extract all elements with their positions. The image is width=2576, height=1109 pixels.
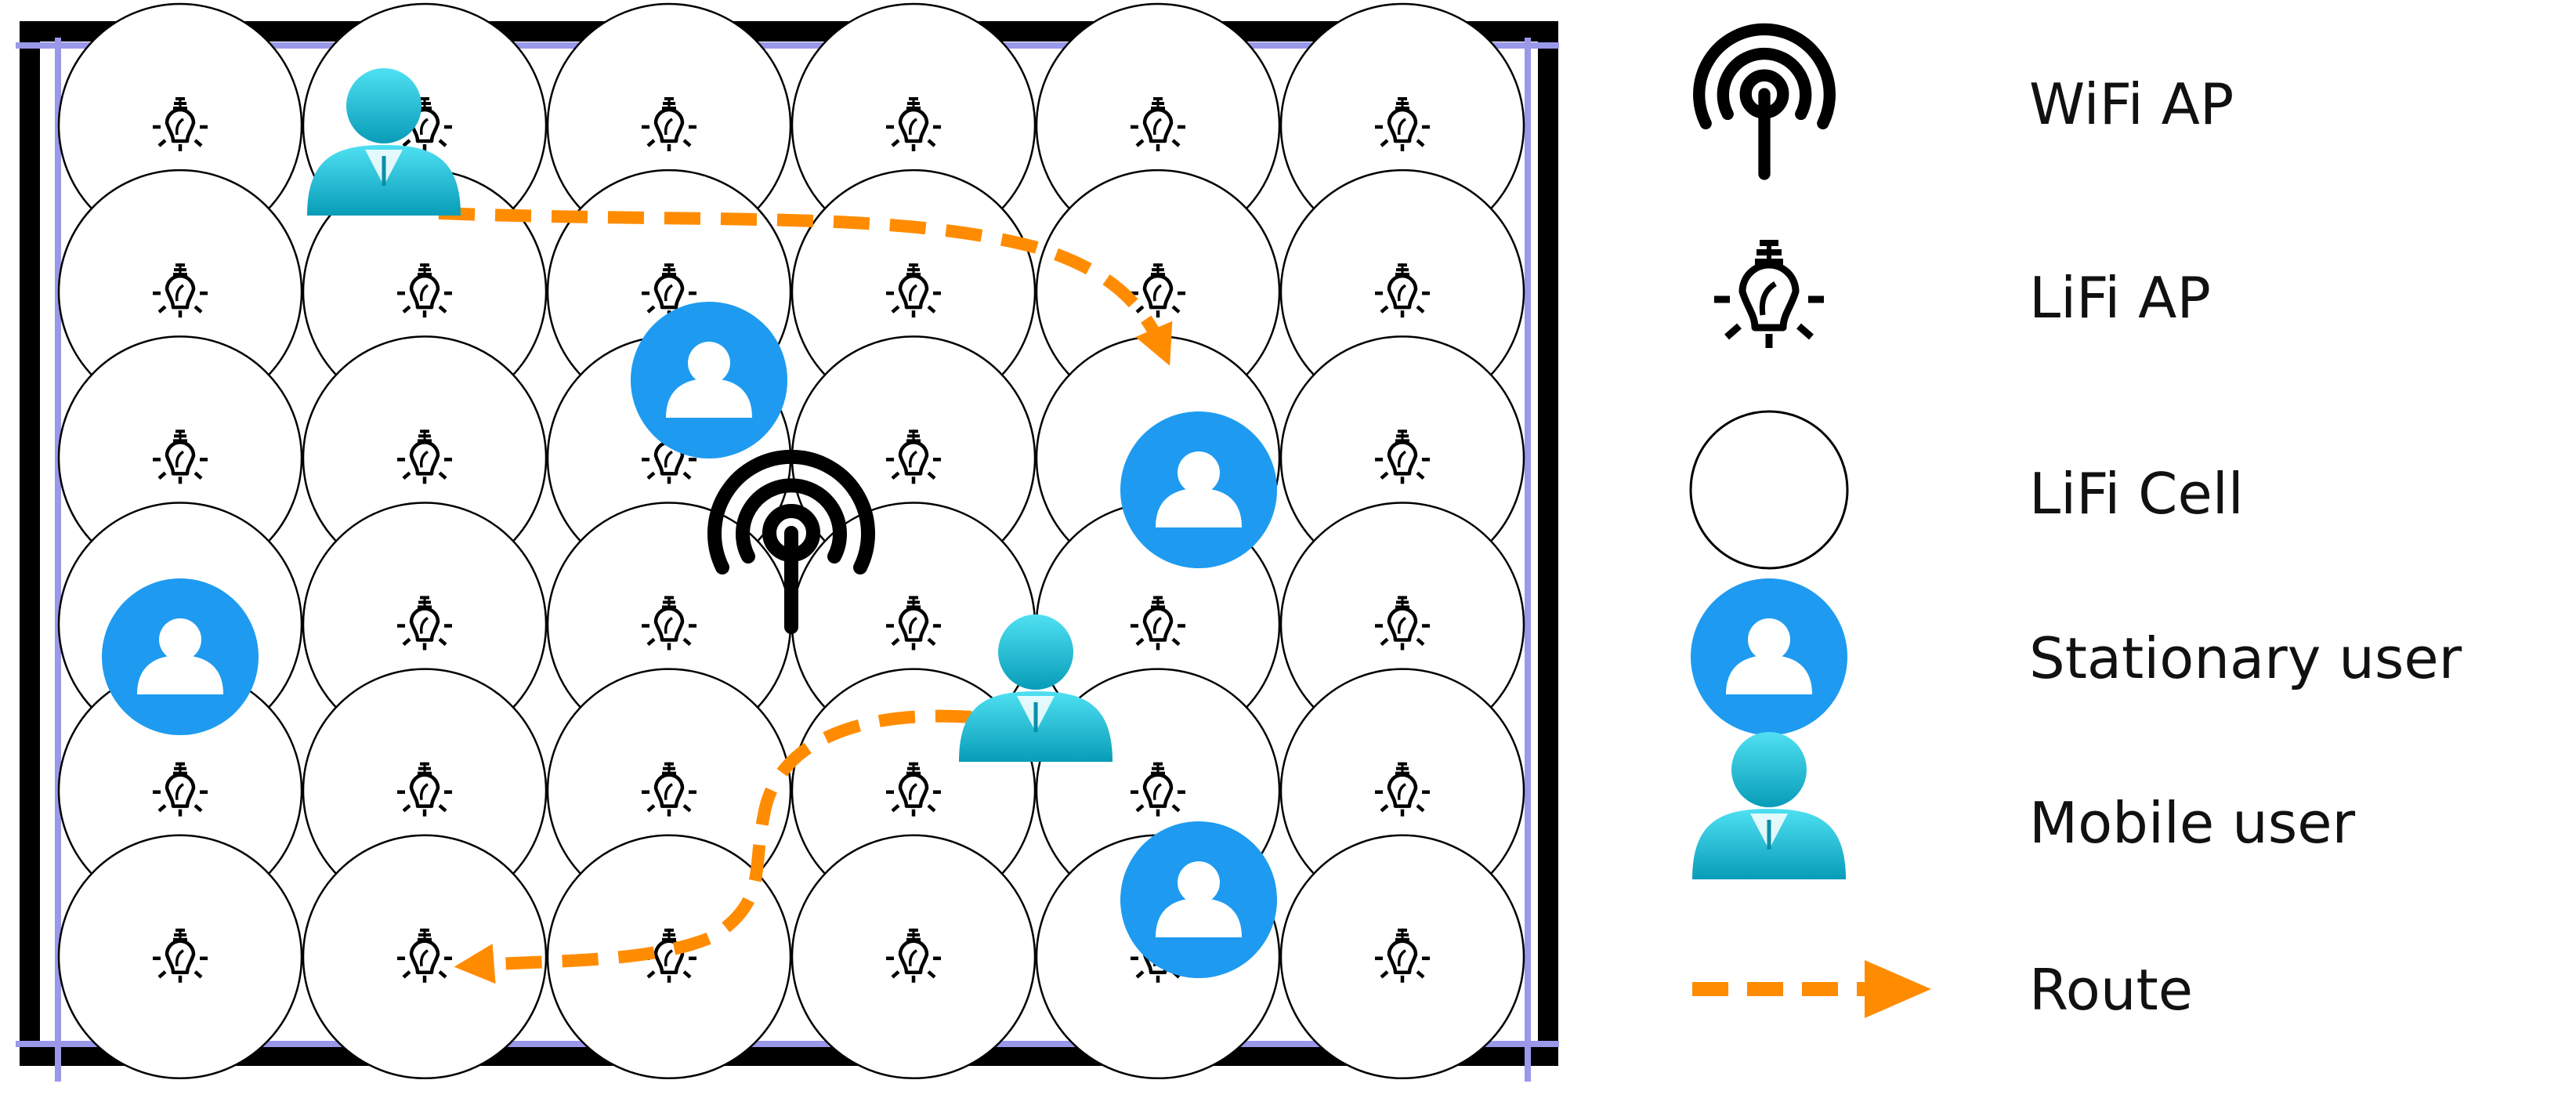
wifi-ap-icon <box>1699 29 1830 174</box>
legend-label-mobile-user: Mobile user <box>2029 790 2356 856</box>
mobile-user-icon <box>1692 732 1846 879</box>
stationary-user-icon <box>1120 411 1277 568</box>
route-1 <box>438 207 1173 366</box>
stationary-user-icon <box>102 578 259 735</box>
legend-item-stationary-user: Stationary user <box>1691 578 2462 735</box>
room-frame <box>16 21 1559 1082</box>
stationary-user-icon <box>1691 578 1847 735</box>
lifi-cell <box>546 834 792 1080</box>
legend-item-lifi-cell: LiFi Cell <box>1689 410 2244 570</box>
legend: WiFi AP LiFi AP LiFi Cell Stationary use… <box>1689 29 2462 1023</box>
legend-label-lifi-cell: LiFi Cell <box>2029 461 2244 527</box>
legend-label-wifi-ap: WiFi AP <box>2029 71 2234 137</box>
light-bulb-icon <box>1714 240 1824 348</box>
routes <box>438 207 1173 984</box>
stationary-user-icon <box>1120 821 1277 978</box>
lifi-cell-grid <box>57 2 1525 1080</box>
legend-item-route: Route <box>1692 957 2193 1023</box>
legend-label-stationary-user: Stationary user <box>2029 625 2462 691</box>
circle-icon <box>1689 410 1849 570</box>
legend-label-lifi-ap: LiFi AP <box>2029 265 2211 331</box>
legend-item-wifi-ap: WiFi AP <box>1699 29 2234 174</box>
lifi-cell <box>1279 834 1525 1080</box>
route-2 <box>454 709 972 984</box>
lifi-cell <box>791 834 1037 1080</box>
legend-label-route: Route <box>2029 957 2193 1023</box>
legend-item-mobile-user: Mobile user <box>1692 732 2356 879</box>
lifi-cell <box>57 834 303 1080</box>
legend-item-lifi-ap: LiFi AP <box>1714 240 2211 348</box>
lifi-cell <box>302 834 548 1080</box>
stationary-user-icon <box>631 302 787 458</box>
dashed-arrow-icon <box>1692 960 1931 1018</box>
